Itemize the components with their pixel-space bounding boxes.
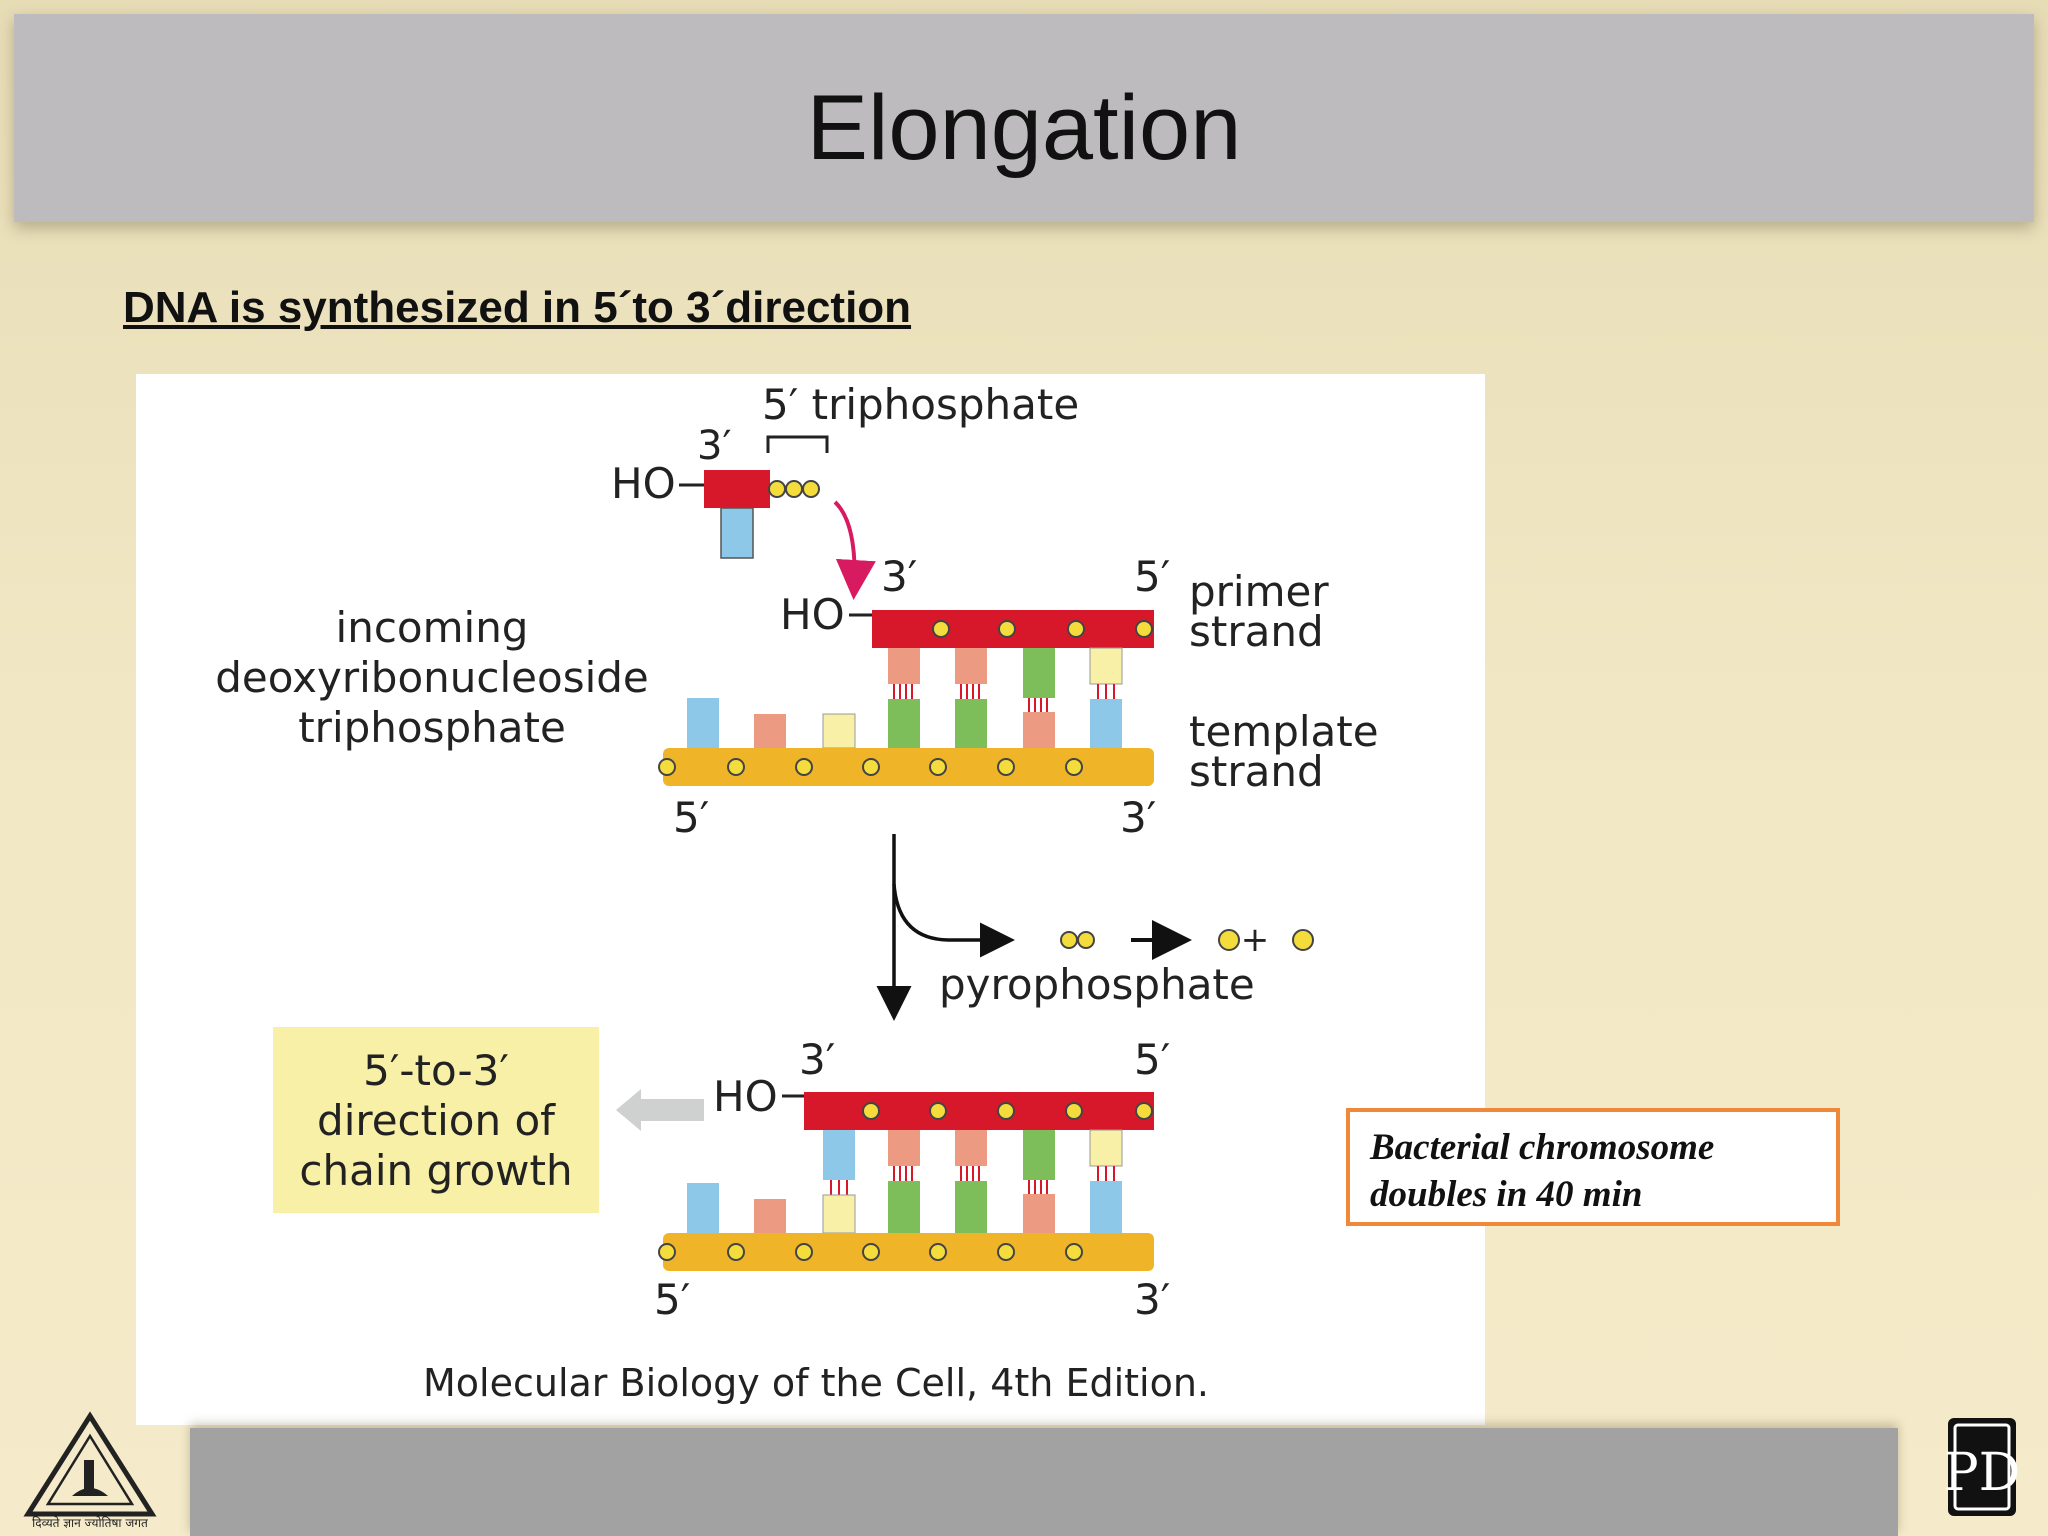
triphosphate-bracket <box>766 435 829 453</box>
upper-duplex: 3′ 5′ HO <box>215 552 1378 842</box>
diagram-svg: 5′ triphosphate 3′ HO 3′ 5′ HO <box>215 380 1378 1405</box>
lower-primer-5prime: 5′ <box>1134 1035 1170 1084</box>
incoming-base <box>720 507 754 559</box>
upper-template-strand <box>663 748 1154 786</box>
incoming-phosphate-1 <box>768 480 786 498</box>
title-bar: Elongation <box>14 14 2034 222</box>
incoming-nucleotide: 5′ triphosphate 3′ HO <box>611 380 1079 600</box>
lower-primer-strand <box>804 1092 1154 1130</box>
direction-label-3: chain growth <box>299 1146 572 1195</box>
lower-duplex: 5′-to-3′ direction of chain growth 3′ 5′… <box>273 1027 1170 1324</box>
lower-primer-ho: HO <box>713 1072 778 1121</box>
template-label-2: strand <box>1189 747 1324 796</box>
figure-caption: Molecular Biology of the Cell, 4th Editi… <box>423 1361 1209 1405</box>
incoming-phosphate-3 <box>802 480 820 498</box>
note-box: Bacterial chromosome doubles in 40 min <box>1346 1108 1840 1226</box>
reaction: + pyrophosphate <box>876 834 1314 1021</box>
institute-logo: दिव्यते ज्ञान ज्योतिषा जगत <box>20 1410 160 1535</box>
incoming-phosphate-2 <box>785 480 803 498</box>
pd-logo: PD <box>1944 1416 2020 1525</box>
label-5-triphosphate: 5′ triphosphate <box>762 380 1079 429</box>
incoming-label-1: incoming <box>336 603 529 652</box>
upper-template-3prime: 3′ <box>1120 793 1156 842</box>
slide-title: Elongation <box>806 77 1242 179</box>
lower-template-5prime: 5′ <box>654 1275 690 1324</box>
pyrophosphate-label: pyrophosphate <box>939 960 1255 1009</box>
direction-arrow <box>616 1089 704 1131</box>
slide-subtitle: DNA is synthesized in 5´to 3´direction <box>123 283 912 332</box>
release-arrow <box>892 883 1015 958</box>
lower-primer-3prime: 3′ <box>799 1035 835 1084</box>
upper-primer-5prime: 5′ <box>1134 552 1170 601</box>
direction-box <box>273 1027 599 1213</box>
upper-template-5prime: 5′ <box>673 793 709 842</box>
upper-primer-ho: HO <box>780 590 845 639</box>
bottom-bar <box>190 1428 1898 1536</box>
incoming-sugar <box>704 470 770 508</box>
template-label-1: template <box>1189 707 1379 756</box>
pd-logo-letters: PD <box>1946 1443 2018 1503</box>
lower-template-strand <box>663 1233 1154 1271</box>
dna-elongation-figure: 5′ triphosphate 3′ HO 3′ 5′ HO <box>136 374 1485 1425</box>
label-incoming-3prime: 3′ <box>697 423 732 469</box>
primer-label-1: primer <box>1189 567 1329 616</box>
plus-sign: + <box>1241 920 1270 960</box>
direction-label-1: 5′-to-3′ <box>363 1046 509 1095</box>
incoming-label-3: triphosphate <box>298 703 566 752</box>
lower-template-3prime: 3′ <box>1134 1275 1170 1324</box>
incorporation-arrow <box>833 500 876 600</box>
primer-label-2: strand <box>1189 607 1324 656</box>
direction-label-2: direction of <box>317 1096 556 1145</box>
institute-logo-caption: दिव्यते ज्ञान ज्योतिषा जगत <box>32 1516 149 1530</box>
incoming-label-2: deoxyribonucleoside <box>215 653 649 702</box>
label-incoming-ho: HO <box>611 459 676 508</box>
upper-primer-3prime: 3′ <box>881 552 917 601</box>
